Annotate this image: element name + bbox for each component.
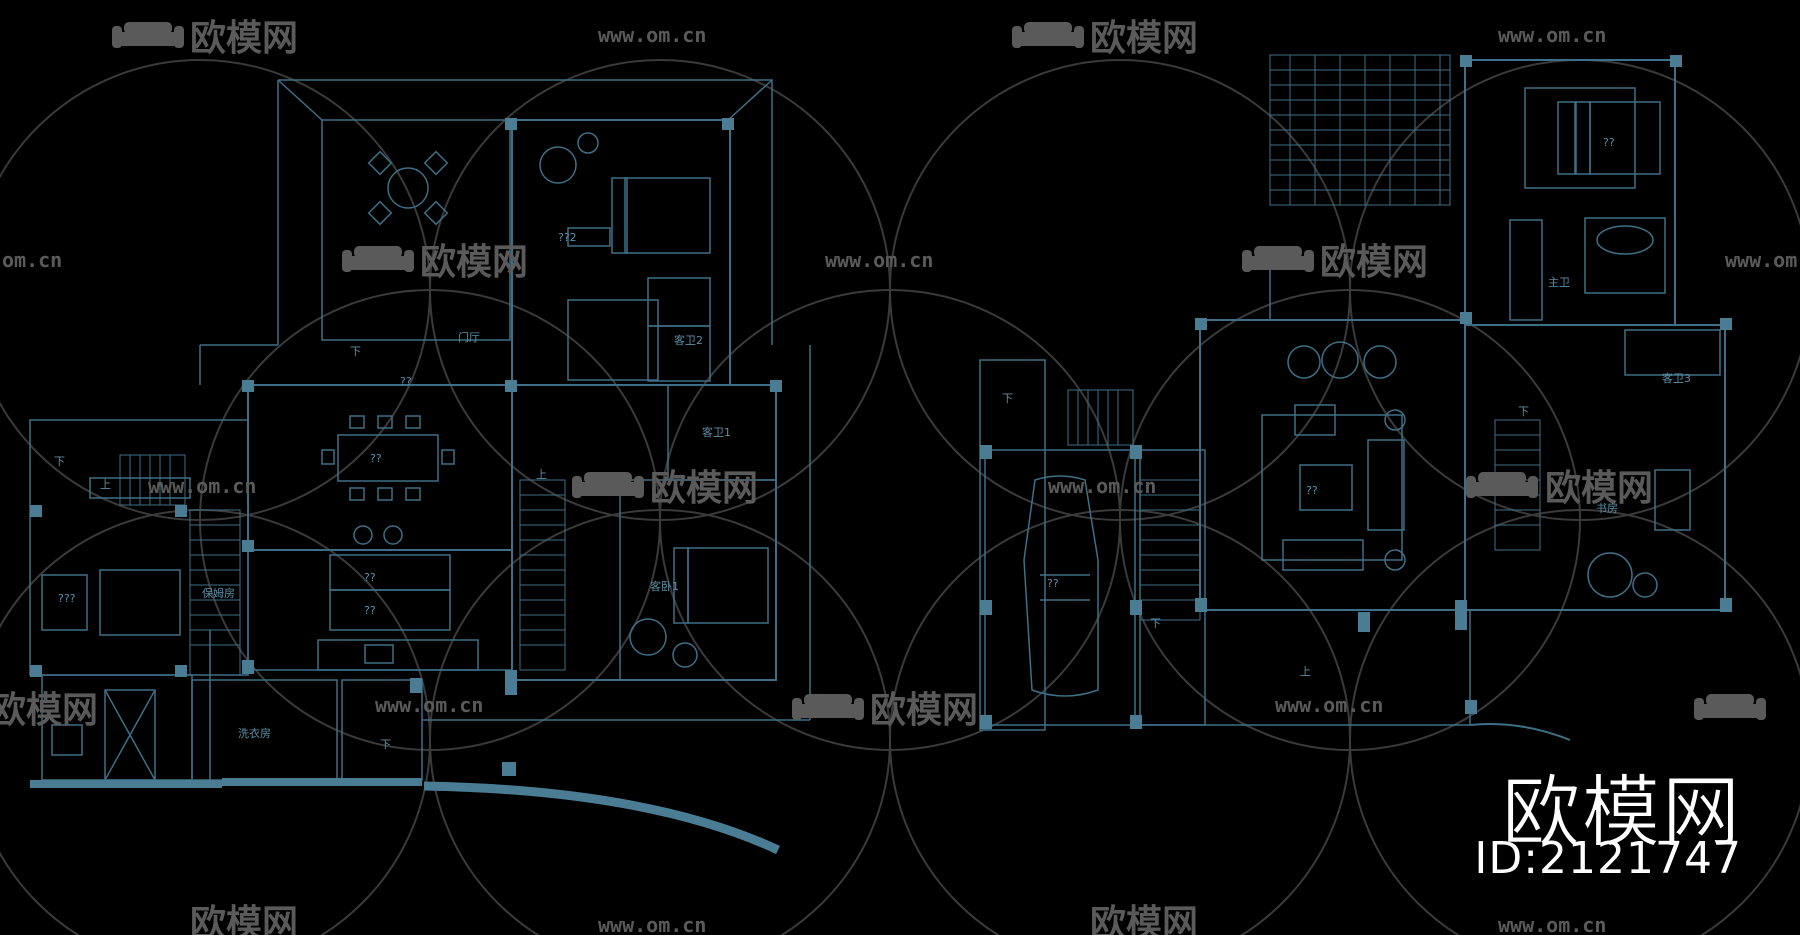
stair-mark: 下 <box>350 345 361 358</box>
watermark-url: www.om.cn <box>1498 913 1606 935</box>
watermark-url: om.cn <box>2 248 62 272</box>
watermark-brand: 欧模网 <box>650 468 758 509</box>
watermark-brand: 欧模网 <box>1090 18 1198 59</box>
stair-mark: 下 <box>1518 405 1529 418</box>
watermark-brand: 欧模网 <box>420 242 528 283</box>
room-label: ??2 <box>558 231 577 244</box>
sofa-icon <box>1242 246 1314 272</box>
stair-mark: 上 <box>536 468 547 481</box>
room-label: 书房 <box>1596 502 1618 515</box>
corner-brand-id: ID:2121747 <box>1474 833 1742 884</box>
watermark-url: www.om.cn <box>598 23 706 47</box>
room-label: ?? <box>370 452 382 465</box>
sofa-icon <box>572 472 644 498</box>
room-label: 客卧1 <box>650 579 679 593</box>
left-floor-plan <box>29 79 811 781</box>
room-label: ?? <box>364 604 376 617</box>
sofa-icon <box>1694 694 1766 720</box>
watermark-brand-group: 欧模网 欧模网 欧模网 欧模网 欧模网 欧模网 欧模网 欧模网 欧模网 欧模网 <box>0 18 1653 935</box>
watermark-url: www.om.cn <box>1048 474 1156 498</box>
watermark-url: www.om.cn <box>598 913 706 935</box>
room-label: ?? <box>400 375 412 388</box>
sofa-icon <box>792 694 864 720</box>
right-plan-walls <box>980 55 1732 729</box>
watermark-url: www.om.cn <box>825 248 933 272</box>
room-label: 洗衣房 <box>238 726 271 740</box>
watermark-logo-group <box>112 22 1766 720</box>
watermark-url: www.om.cn <box>375 693 483 717</box>
sofa-icon <box>112 22 184 48</box>
room-label: ?? <box>364 571 376 584</box>
stair-mark: 下 <box>54 455 65 468</box>
right-plan-labels: ?? ?? ?? 主卫 客卫3 书房 下 下 上 下 <box>1002 136 1691 678</box>
room-label: ?? <box>1047 577 1059 590</box>
corner-brand-name: 欧模网 <box>1501 768 1742 859</box>
room-label: 门厅 <box>458 330 480 344</box>
room-label: ??? <box>58 592 76 605</box>
room-label: 客卫3 <box>1662 371 1691 385</box>
watermark-brand: 欧模网 <box>1090 903 1198 935</box>
sofa-icon <box>1012 22 1084 48</box>
left-plan-curved-path <box>423 781 780 855</box>
sofa-icon <box>342 246 414 272</box>
stair-mark: 下 <box>1150 617 1161 630</box>
right-floor-plan <box>979 54 1726 731</box>
left-plan-labels: ?? ??2 ?? ?? ?? ??? 客卫2 客卫1 客卧1 保姆房 洗衣房 … <box>54 231 731 751</box>
watermark-brand: 欧模网 <box>0 690 98 731</box>
right-plan-curved-path <box>1469 723 1571 741</box>
room-label: ?? <box>1603 136 1615 149</box>
watermark-brand: 欧模网 <box>190 903 298 935</box>
watermark-url: www.om.cn <box>1275 693 1383 717</box>
stair-mark: 下 <box>1002 392 1013 405</box>
watermark-url: www.om.cn <box>148 474 256 498</box>
watermark-brand: 欧模网 <box>870 690 978 731</box>
room-label: 客卫2 <box>674 333 703 347</box>
sofa-icon <box>1466 472 1538 498</box>
stair-mark: 上 <box>1300 665 1311 678</box>
watermark-url: www.om.cn <box>1725 248 1800 272</box>
room-label: 主卫 <box>1548 276 1570 289</box>
room-label: 客卫1 <box>702 425 731 439</box>
room-label: 保姆房 <box>202 586 235 600</box>
watermark-brand: 欧模网 <box>1545 468 1653 509</box>
watermark-url-group: www.om.cn www.om.cn om.cn www.om.cn www.… <box>2 23 1800 935</box>
left-plan-walls <box>30 118 782 788</box>
watermark-brand: 欧模网 <box>1320 242 1428 283</box>
watermark-brand: 欧模网 <box>190 18 298 59</box>
room-label: ?? <box>1306 484 1318 497</box>
stair-mark: 下 <box>380 738 391 751</box>
stair-mark: 上 <box>100 478 111 491</box>
watermark-url: www.om.cn <box>1498 23 1606 47</box>
